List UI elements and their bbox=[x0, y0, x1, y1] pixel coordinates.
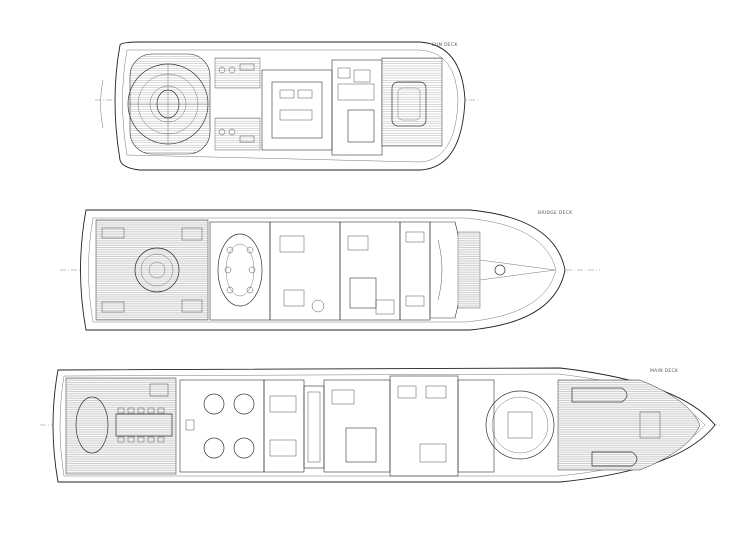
owner-suite bbox=[457, 379, 555, 473]
sun-deck-plan: SUN DECK bbox=[95, 41, 480, 171]
bridge-deck-label: BRIDGE DECK bbox=[538, 210, 573, 216]
sun-deck-label: SUN DECK bbox=[432, 42, 458, 48]
main-deck-plan: MAIN DECK bbox=[40, 367, 720, 483]
bridge-aft-deck bbox=[95, 219, 209, 321]
main-deck-label: MAIN DECK bbox=[650, 368, 679, 374]
helipad bbox=[127, 53, 211, 155]
sun-deck-superstructure bbox=[261, 59, 383, 156]
main-foredeck bbox=[557, 379, 701, 471]
bridge-deck-plan: BRIDGE DECK bbox=[60, 209, 600, 331]
main-salon bbox=[179, 379, 265, 473]
bridge-salon bbox=[209, 221, 271, 321]
sun-deck-pool bbox=[381, 57, 443, 147]
main-aft-deck bbox=[65, 377, 177, 475]
